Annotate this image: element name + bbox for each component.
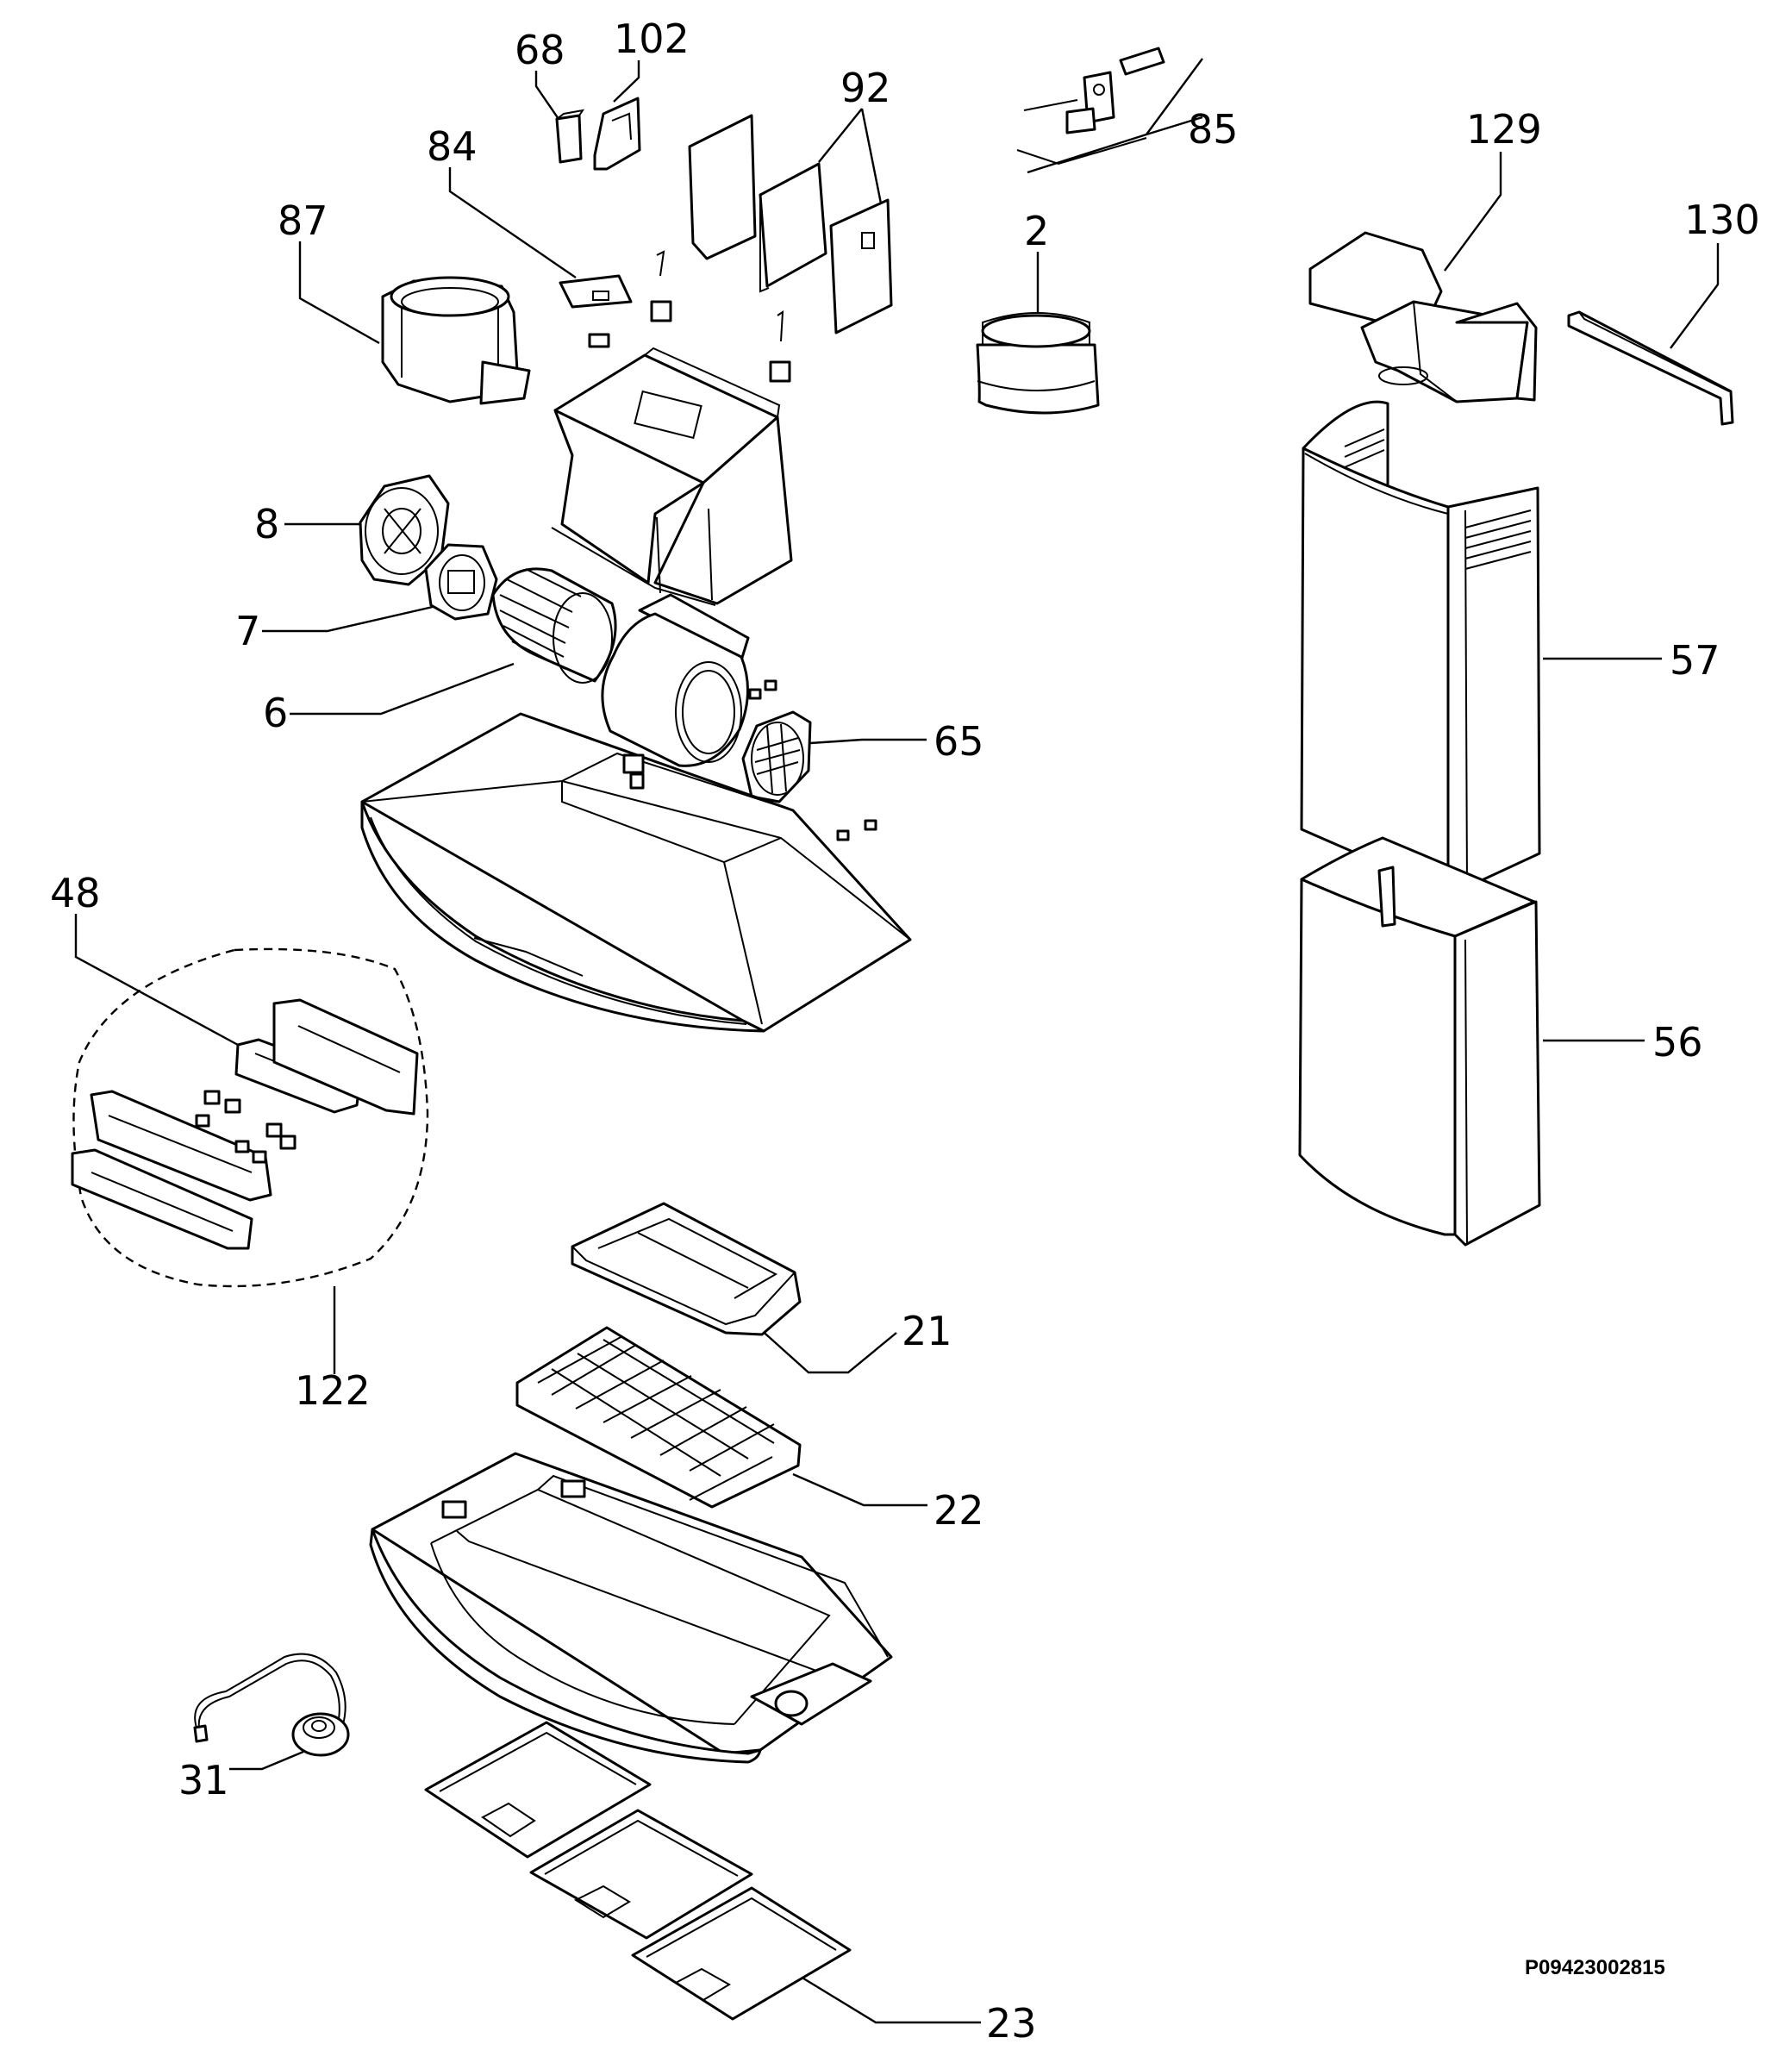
control-pcb-upper[interactable] xyxy=(272,998,419,1116)
part-2-outlet-ring[interactable] xyxy=(976,312,1100,415)
callout-87[interactable]: 87 xyxy=(278,197,328,244)
control-pcb-lower[interactable] xyxy=(90,1090,272,1202)
grille-mesh xyxy=(754,723,801,794)
callout-21[interactable]: 21 xyxy=(902,1308,952,1354)
callout-129[interactable]: 129 xyxy=(1466,106,1542,153)
control-switch-bar[interactable] xyxy=(71,1148,253,1250)
callout-122[interactable]: 122 xyxy=(295,1367,371,1414)
part-23-grease-filters[interactable] xyxy=(424,1721,852,2021)
callout-85[interactable]: 85 xyxy=(1188,106,1239,153)
part-31-lamp-with-cable[interactable] xyxy=(193,1653,350,1757)
part-blower-scroll-housing[interactable] xyxy=(601,593,750,767)
part-57-upper-chimney[interactable] xyxy=(1300,400,1541,888)
vent-slots-upper xyxy=(1344,428,1532,570)
part-122-control-kit[interactable] xyxy=(71,947,429,1288)
part-motor-housing-box[interactable] xyxy=(551,347,793,606)
part-85-hook-set[interactable] xyxy=(1016,47,1165,166)
callout-56[interactable]: 56 xyxy=(1652,1019,1703,1066)
callout-7[interactable]: 7 xyxy=(235,608,260,654)
grease-filter-1[interactable] xyxy=(424,1721,652,1859)
part-84-switch[interactable] xyxy=(559,274,633,309)
part-56-lower-chimney[interactable] xyxy=(1298,836,1541,1247)
callout-labels: 68 102 92 84 85 87 2 129 130 8 7 6 65 57… xyxy=(50,16,1760,2047)
part-22-carbon-filter[interactable] xyxy=(515,1326,802,1509)
callout-57[interactable]: 57 xyxy=(1670,637,1720,684)
part-92-electronic-panels[interactable] xyxy=(688,114,893,334)
callout-65[interactable]: 65 xyxy=(933,718,984,765)
part-7-motor[interactable] xyxy=(424,543,498,621)
control-knobs[interactable] xyxy=(195,1090,297,1164)
callout-68[interactable]: 68 xyxy=(515,27,565,73)
part-6-blower-wheel[interactable] xyxy=(491,567,617,684)
part-68-connector-block[interactable] xyxy=(555,109,585,164)
callout-31[interactable]: 31 xyxy=(178,1757,229,1803)
part-65-fan-grille[interactable] xyxy=(741,710,812,803)
callout-84[interactable]: 84 xyxy=(427,123,478,170)
part-canopy-hood[interactable] xyxy=(360,712,912,1033)
part-8-motor-flange[interactable] xyxy=(359,474,450,586)
part-87-duct-adapter[interactable] xyxy=(381,276,531,405)
callout-8[interactable]: 8 xyxy=(254,501,279,547)
blower-fins xyxy=(499,568,582,670)
part-fixing-screws[interactable] xyxy=(588,250,791,383)
part-small-screws-right[interactable] xyxy=(748,679,877,841)
callout-23[interactable]: 23 xyxy=(986,2000,1037,2047)
part-lower-hood-body[interactable] xyxy=(369,1452,893,1764)
grease-filter-2[interactable] xyxy=(529,1809,753,1940)
callout-48[interactable]: 48 xyxy=(50,870,101,916)
part-21-filter-frame[interactable] xyxy=(571,1202,802,1336)
drawing-code: P09423002815 xyxy=(1525,1956,1665,1979)
part-102-bracket-plate[interactable] xyxy=(593,97,641,171)
callout-102[interactable]: 102 xyxy=(614,16,690,62)
lamp-fitting[interactable] xyxy=(774,1690,809,1717)
leader-lines xyxy=(74,58,1720,2024)
part-129-transition-duct[interactable] xyxy=(1308,231,1538,403)
part-130-wall-bracket[interactable] xyxy=(1567,310,1734,426)
grease-filter-3[interactable] xyxy=(631,1886,852,2021)
callout-130[interactable]: 130 xyxy=(1684,197,1760,243)
filter-grid xyxy=(537,1335,775,1501)
callout-2[interactable]: 2 xyxy=(1024,208,1049,254)
callout-92[interactable]: 92 xyxy=(840,65,891,111)
callout-22[interactable]: 22 xyxy=(933,1487,984,1534)
callout-6[interactable]: 6 xyxy=(263,690,288,736)
